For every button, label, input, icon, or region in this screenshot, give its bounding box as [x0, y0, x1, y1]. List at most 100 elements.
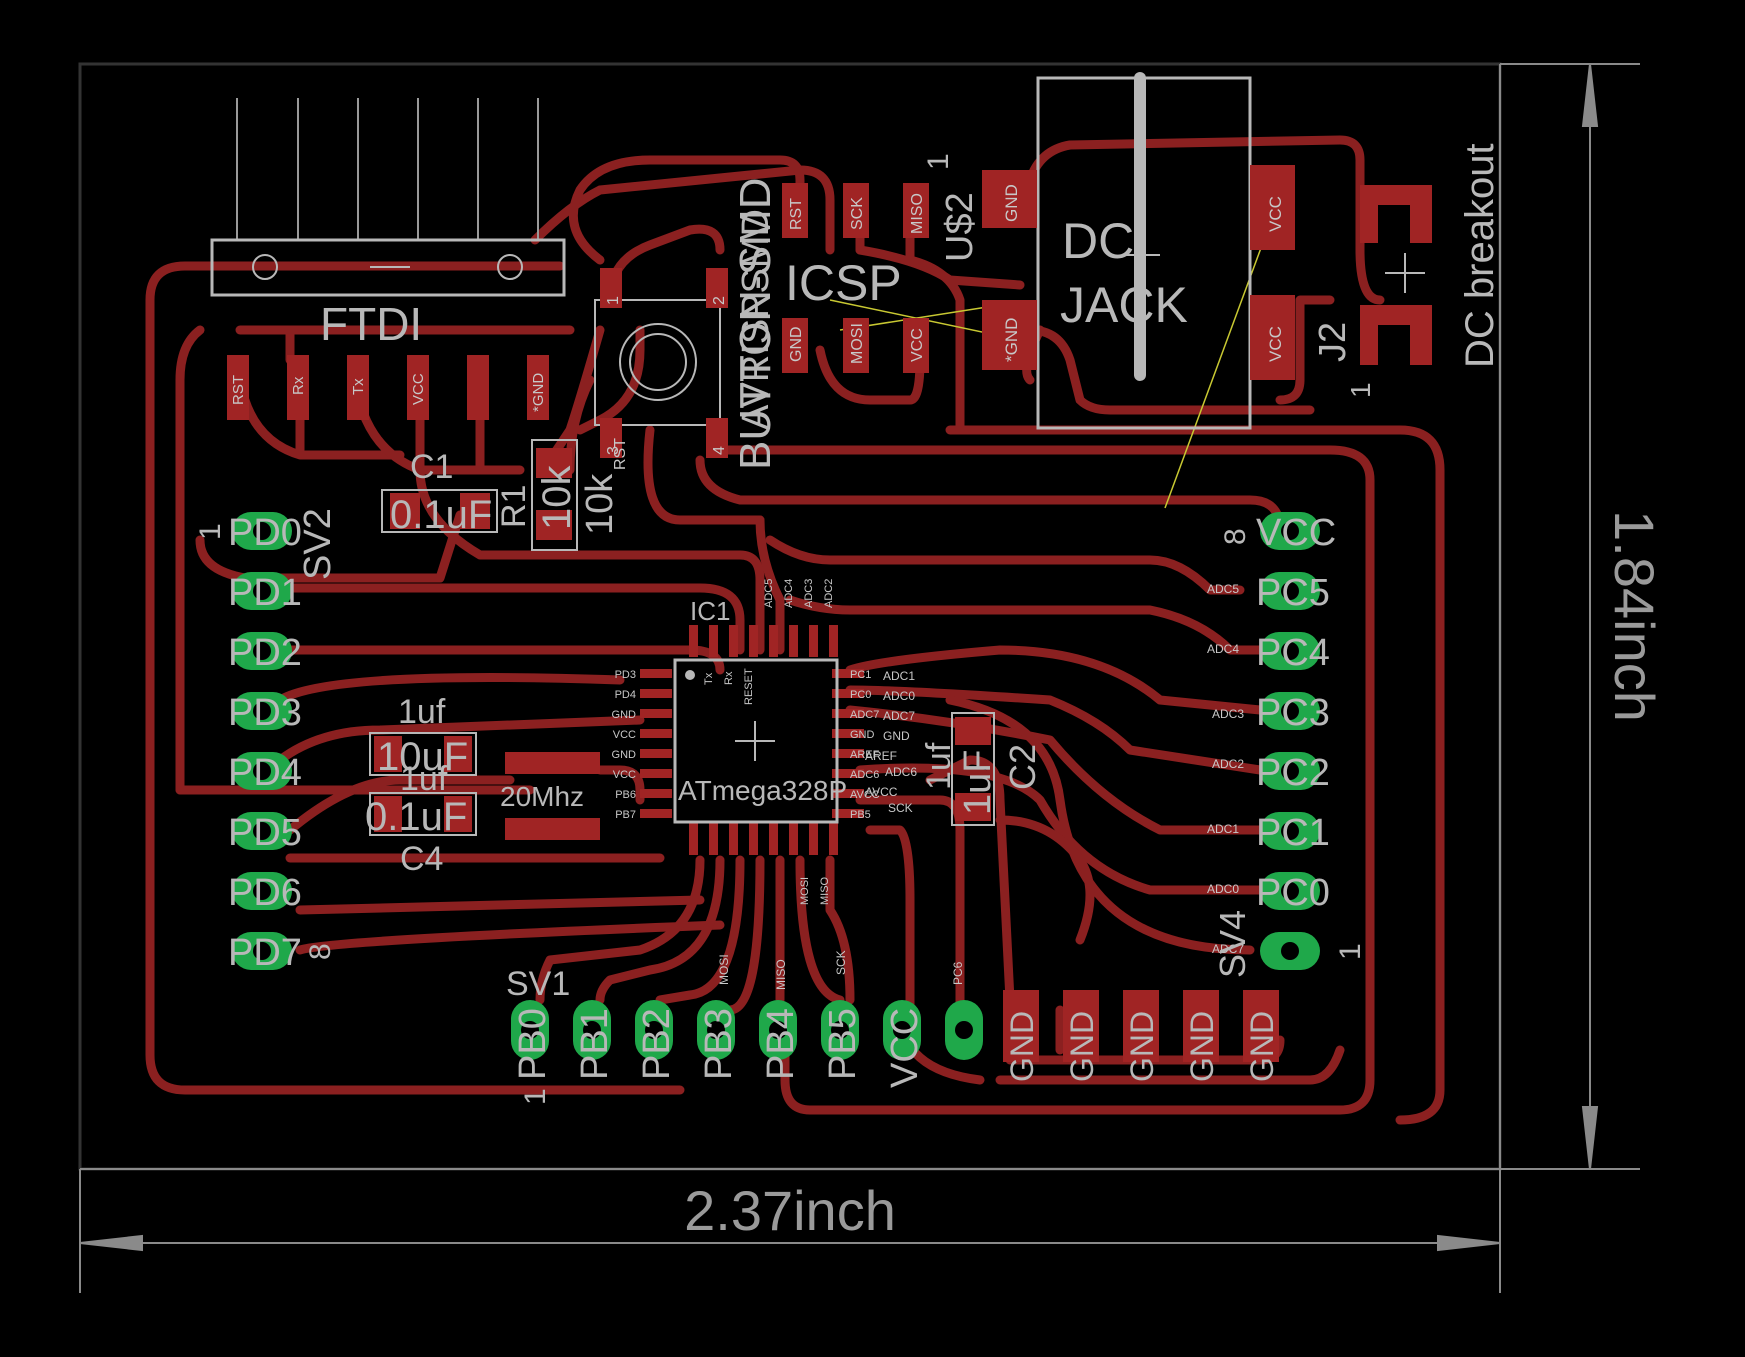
- ic1-net-miso: MISO: [819, 876, 831, 905]
- j2-breakout-label: DC breakout: [1458, 143, 1502, 368]
- sv4-net-adc4: ADC4: [1207, 642, 1239, 656]
- sv4-net-adc1: ADC1: [1207, 822, 1239, 836]
- ic1-pin-l5: GND: [612, 749, 637, 761]
- ic1-net-avcc: AVCC: [865, 785, 898, 799]
- ic1-pin-l8: PB7: [615, 809, 636, 821]
- sv2-pin-pd3: PD3: [228, 692, 302, 734]
- capacitor-c3: 1uf 10uF: [369, 693, 477, 779]
- dc-jack: GND *GND DC JACK U$2: [939, 72, 1290, 430]
- icsp-pin-vcc: VCC: [909, 328, 926, 362]
- r1-value: 10k: [535, 465, 579, 530]
- ic1-pin-r2: PC0: [850, 689, 871, 701]
- j2-label: J2: [1312, 322, 1354, 362]
- sv4-net-adc7: ADC7: [1212, 942, 1244, 956]
- ic1-net-gnd: GND: [883, 729, 910, 743]
- sv4-label: SV4: [1212, 910, 1253, 978]
- sv2-pin-pd0: PD0: [228, 512, 302, 554]
- sv4-net-adc5: ADC5: [1207, 582, 1239, 596]
- ic1-net-adc3: ADC3: [803, 579, 815, 608]
- icsp-pin1-marker: 1: [922, 153, 955, 170]
- sv4-pin-pc4: PC4: [1256, 632, 1330, 674]
- ic1-net-rx: Rx: [723, 671, 735, 685]
- ftdi-pin-tx: Tx: [350, 378, 367, 395]
- crystal-value: 20Mhz: [500, 781, 584, 812]
- ftdi-pad-vcc: [407, 355, 429, 420]
- ic1-pin-r1: PC1: [850, 669, 871, 681]
- ic1-net-adc0: ADC0: [883, 689, 915, 703]
- sv1-net-sck: SCK: [834, 950, 848, 975]
- ic1-net-adc6: ADC6: [885, 765, 917, 779]
- sv1-net-mosi: MOSI: [717, 954, 731, 985]
- capacitor-c4: 1uf 0.1uF C4: [365, 760, 477, 878]
- height-dimension-label: 1.84inch: [1603, 510, 1666, 722]
- ic1-pin-r4: GND: [850, 729, 875, 741]
- r1-value-alt: 10k: [579, 473, 621, 535]
- gnd-pad-1-label: GND: [1004, 1011, 1040, 1082]
- sv1-pin1-marker: 1: [519, 1088, 552, 1105]
- sv4-pin-pc3: PC3: [1256, 692, 1330, 734]
- sv2-pin-pd5: PD5: [228, 812, 302, 854]
- ic1-pin-l1: PD3: [615, 669, 636, 681]
- ic1-pin-l4: VCC: [613, 729, 636, 741]
- sv4-net-adc0: ADC0: [1207, 882, 1239, 896]
- dimension-width: [79, 1168, 1640, 1293]
- dc-jack-label: DC: [1062, 213, 1134, 269]
- dc-jack-pin-gnd: GND: [1002, 184, 1021, 222]
- sv4-net-adc2: ADC2: [1212, 757, 1244, 771]
- arrow-right-icon: [1437, 1234, 1501, 1252]
- sv1-net-pc6: PC6: [951, 961, 965, 985]
- ftdi-pin-vcc: VCC: [410, 373, 427, 405]
- sv1-pin-pb3: PB3: [698, 1008, 740, 1080]
- c4-value: 0.1uF: [365, 795, 467, 839]
- width-dimension-label: 2.37inch: [684, 1179, 896, 1242]
- ic1-net-tx: Tx: [703, 672, 715, 685]
- sv4-pin8-marker: 8: [1219, 528, 1252, 545]
- arrow-left-icon: [79, 1234, 143, 1252]
- j2-pin1-marker: 1: [1345, 382, 1376, 398]
- button-pin-2: 2: [711, 296, 728, 305]
- button-rst-label: RST: [612, 438, 629, 470]
- dc-jack-pin-gnd2: *GND: [1002, 318, 1021, 362]
- ftdi-pad-5: [467, 355, 489, 420]
- dc-jack-label-2: JACK: [1060, 277, 1188, 333]
- c4-name: C4: [400, 840, 443, 878]
- ic1-net-adc2: ADC2: [823, 579, 835, 608]
- c1-value: 0.1uF: [390, 493, 492, 537]
- ic1-pin-l6: VCC: [613, 769, 636, 781]
- ftdi-pads: [227, 355, 549, 420]
- sv4-pin-pc1: PC1: [1256, 812, 1330, 854]
- sv4-pin-vcc: VCC: [1256, 512, 1336, 554]
- sv2-pin-pd7: PD7: [228, 932, 302, 974]
- button-pin-4: 4: [711, 446, 728, 455]
- ic1-pin-r7: AVCC: [850, 789, 880, 801]
- ic1-pin-r6: ADC6: [850, 769, 879, 781]
- sv4-pin1-marker: 1: [1334, 943, 1367, 960]
- icsp-pin-mosi: MOSI: [849, 323, 866, 364]
- ic1-pin-l7: PB6: [615, 789, 636, 801]
- ftdi-pad-rst: [227, 355, 249, 420]
- j2-pin-vcc2: VCC: [1266, 326, 1285, 362]
- sv4-pin-pc5: PC5: [1256, 572, 1330, 614]
- button-pin-3: 3: [605, 446, 622, 455]
- icsp-pin-gnd: GND: [788, 326, 805, 362]
- r1-name: R1: [495, 485, 533, 528]
- sv1-net-miso: MISO: [774, 959, 788, 990]
- gnd-pads: GND GND GND GND GND: [1003, 990, 1280, 1082]
- ic1-pin-l3: GND: [612, 709, 637, 721]
- ic1-net-adc5: ADC5: [763, 579, 775, 608]
- arrow-down-icon: [1581, 1106, 1599, 1170]
- c1-name: C1: [410, 448, 453, 486]
- capacitor-c1: C1 0.1uF: [381, 448, 498, 537]
- ic1-name: IC1: [690, 596, 730, 626]
- icsp-pin-rst: RST: [788, 198, 805, 230]
- sv2-pin-pd6: PD6: [228, 872, 302, 914]
- u2-label: U$2: [939, 192, 981, 262]
- ic1-net-reset: RESET: [743, 668, 755, 705]
- ftdi-pad-rx: [287, 355, 309, 420]
- gnd-pad-4-label: GND: [1184, 1011, 1220, 1082]
- sv2-header: PD0 PD1 PD2 PD3 PD4 PD5 PD6 PD7 SV2 1 8: [194, 508, 339, 974]
- ic1-atmega328p: IC1 ATmega328P PD3 PD4 GND VCC GND VCC P…: [612, 579, 918, 905]
- ftdi-pin-gnd: *GND: [530, 373, 547, 412]
- ftdi-pad-gnd: [527, 355, 549, 420]
